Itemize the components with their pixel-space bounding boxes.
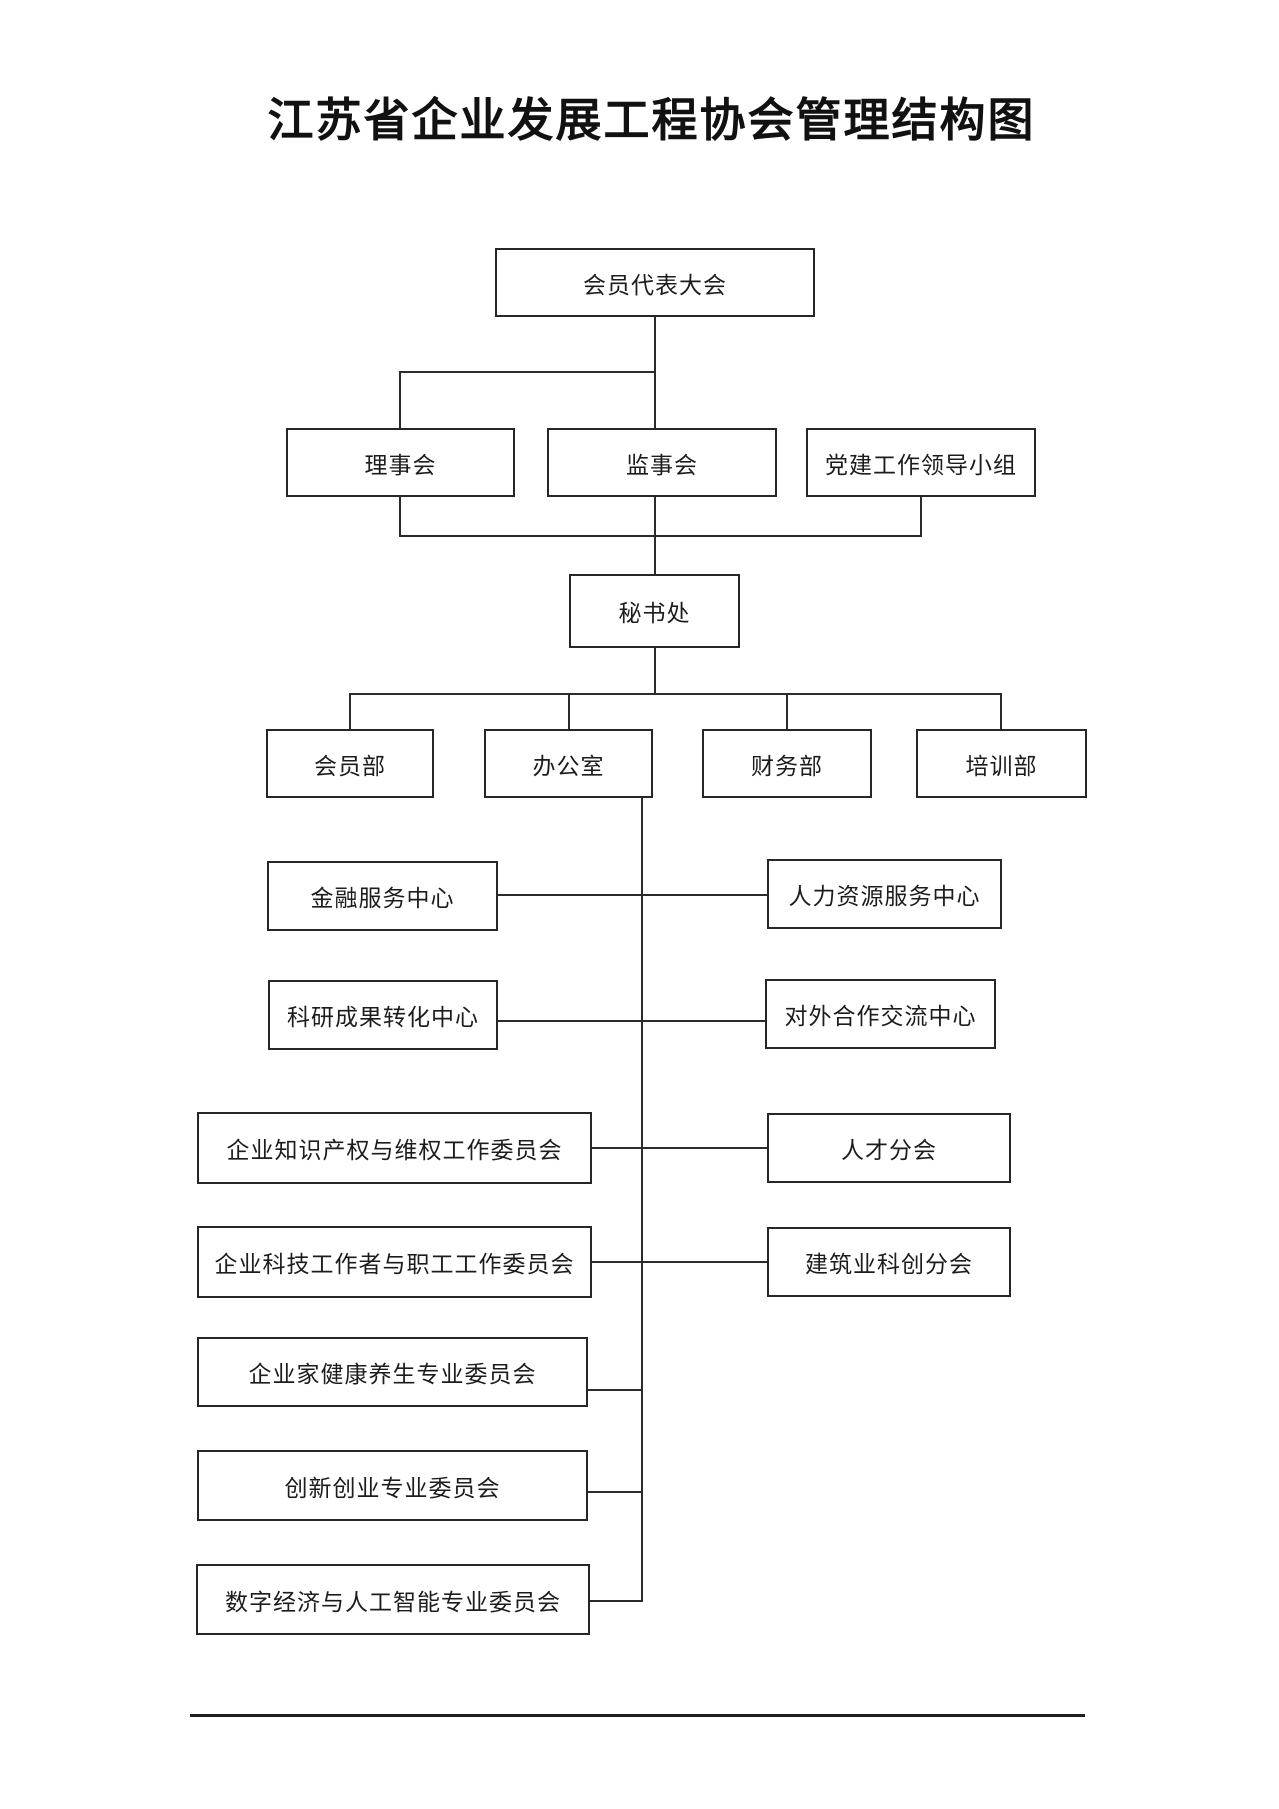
connector-supervisory-down bbox=[654, 497, 656, 537]
node-membership-dept: 会员部 bbox=[266, 729, 434, 798]
connector-secretariat-top bbox=[654, 535, 656, 574]
footer-rule bbox=[190, 1714, 1085, 1717]
connector-congress-drop bbox=[654, 317, 656, 373]
branch-health bbox=[588, 1389, 643, 1391]
connector-level4-top bbox=[349, 693, 1002, 695]
node-financial-service-center: 金融服务中心 bbox=[267, 861, 498, 931]
connector-membership-stub bbox=[349, 693, 351, 730]
node-training-dept: 培训部 bbox=[916, 729, 1087, 798]
connector-secretariat-drop bbox=[654, 648, 656, 695]
node-health-wellness-committee: 企业家健康养生专业委员会 bbox=[197, 1337, 588, 1407]
connector-office-stub bbox=[568, 693, 570, 730]
node-office: 办公室 bbox=[484, 729, 653, 798]
branch-techworkers-construct bbox=[592, 1261, 767, 1263]
node-finance-dept: 财务部 bbox=[702, 729, 872, 798]
connector-level2-bottom bbox=[399, 535, 922, 537]
node-secretariat: 秘书处 bbox=[569, 574, 740, 648]
connector-level2-top bbox=[399, 371, 656, 373]
branch-digital bbox=[590, 1600, 643, 1602]
node-innovation-committee: 创新创业专业委员会 bbox=[197, 1450, 588, 1521]
node-member-congress: 会员代表大会 bbox=[495, 248, 815, 317]
connector-office-spine bbox=[641, 797, 643, 1602]
connector-finance-stub bbox=[786, 693, 788, 730]
branch-financial-hr bbox=[498, 894, 767, 896]
node-hr-service-center: 人力资源服务中心 bbox=[767, 859, 1002, 929]
node-supervisory-board: 监事会 bbox=[547, 428, 777, 497]
node-talent-branch: 人才分会 bbox=[767, 1113, 1011, 1183]
node-party-building-group: 党建工作领导小组 bbox=[806, 428, 1036, 497]
node-ip-protection-committee: 企业知识产权与维权工作委员会 bbox=[197, 1112, 592, 1184]
node-council: 理事会 bbox=[286, 428, 515, 497]
connector-council-down bbox=[399, 497, 401, 537]
branch-ip-talent bbox=[592, 1147, 767, 1149]
branch-innovation bbox=[588, 1491, 643, 1493]
node-construction-scitech-branch: 建筑业科创分会 bbox=[767, 1227, 1011, 1297]
connector-supervisory-drop bbox=[654, 371, 656, 428]
branch-research-external bbox=[498, 1020, 765, 1022]
connector-council-drop bbox=[399, 371, 401, 428]
node-research-transformation-center: 科研成果转化中心 bbox=[268, 980, 498, 1050]
node-external-cooperation-center: 对外合作交流中心 bbox=[765, 979, 996, 1049]
connector-party-down bbox=[920, 497, 922, 537]
node-tech-workers-committee: 企业科技工作者与职工工作委员会 bbox=[197, 1226, 592, 1298]
page-title: 江苏省企业发展工程协会管理结构图 bbox=[267, 95, 1036, 146]
connector-training-stub bbox=[1000, 693, 1002, 730]
node-digital-ai-committee: 数字经济与人工智能专业委员会 bbox=[196, 1564, 590, 1635]
